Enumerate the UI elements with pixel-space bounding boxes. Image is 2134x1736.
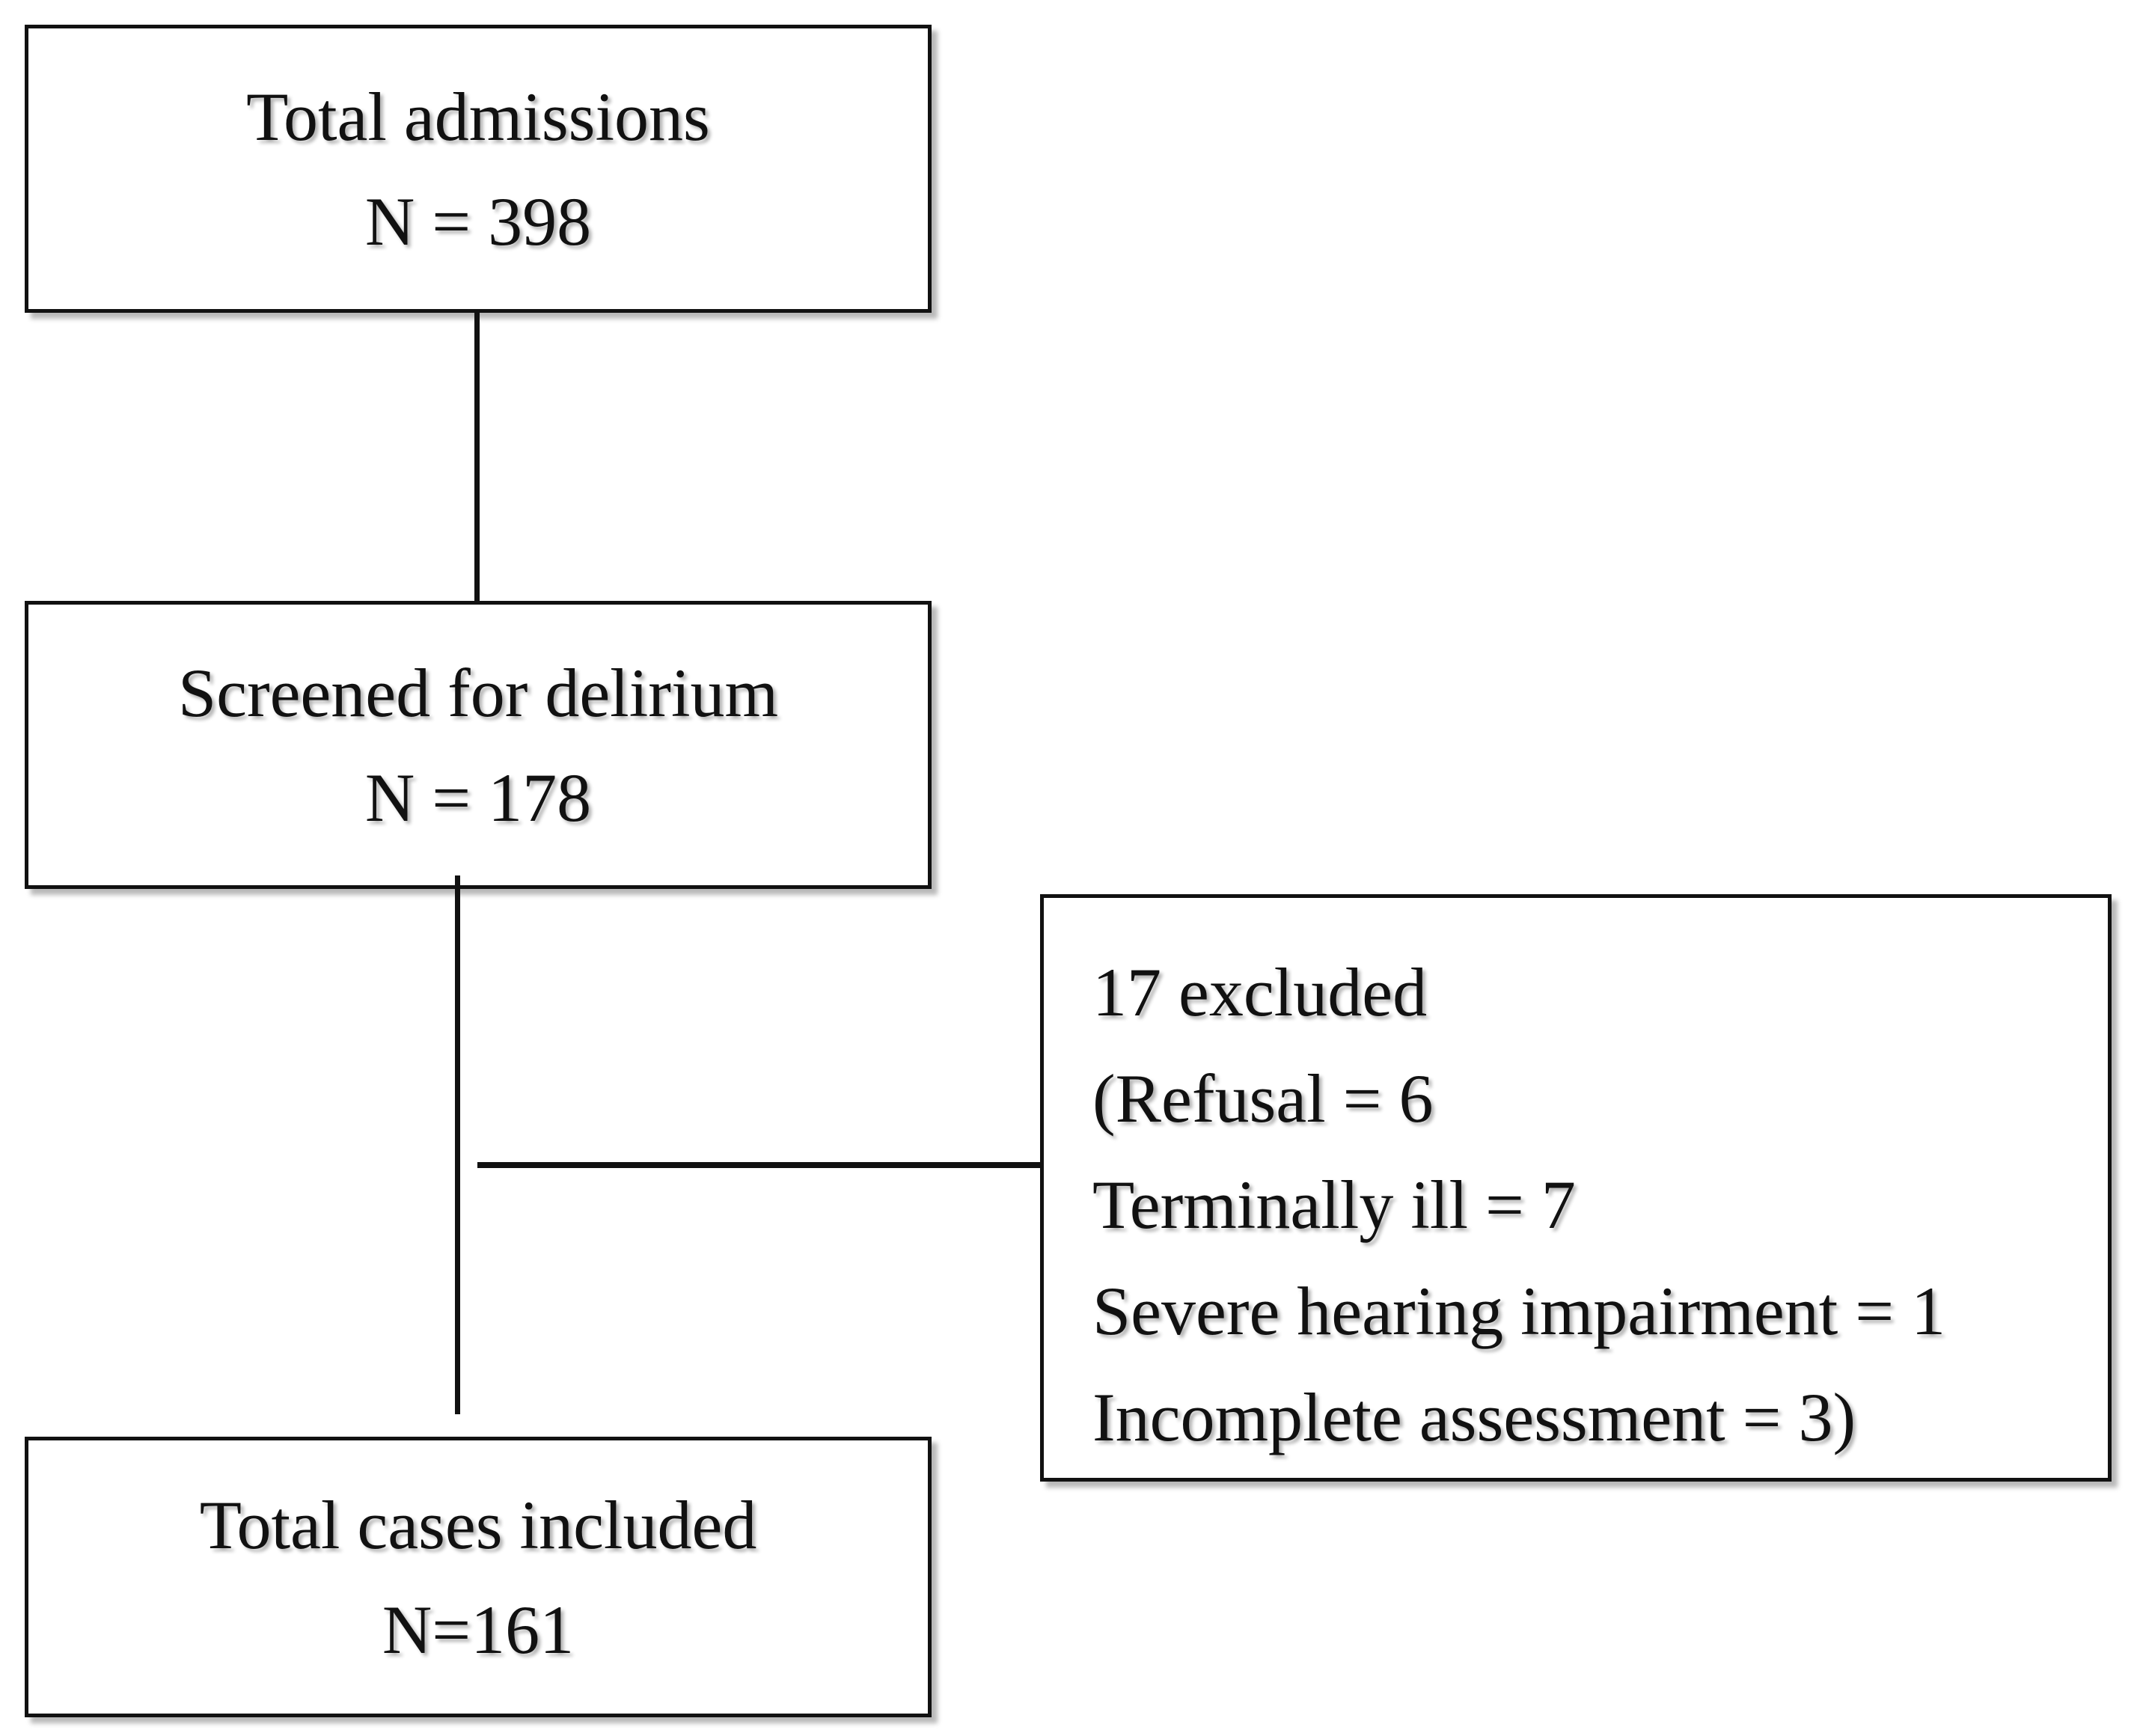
included-label: Total cases included — [199, 1486, 757, 1563]
included-count: N=161 — [382, 1591, 575, 1668]
excluded-box: 17 excluded (Refusal = 6 Terminally ill … — [1040, 894, 2112, 1482]
excluded-refusal: (Refusal = 6 — [1092, 1060, 1434, 1137]
screened-label: Screened for delirium — [177, 654, 779, 731]
admissions-box: Total admissions N = 398 — [25, 25, 932, 313]
screened-box: Screened for delirium N = 178 — [25, 601, 932, 889]
excluded-hearing-impairment: Severe hearing impairment = 1 — [1092, 1273, 1946, 1349]
included-box: Total cases included N=161 — [25, 1437, 932, 1717]
excluded-incomplete-assessment: Incomplete assessment = 3) — [1092, 1379, 1856, 1455]
admissions-count: N = 398 — [364, 183, 592, 260]
connector-to-excluded — [477, 1162, 1040, 1168]
screened-count: N = 178 — [364, 759, 592, 836]
connector-admissions-to-screened — [474, 313, 480, 601]
admissions-label: Total admissions — [246, 78, 710, 155]
connector-screened-to-included — [455, 875, 460, 1414]
excluded-total: 17 excluded — [1092, 954, 1428, 1030]
excluded-terminally-ill: Terminally ill = 7 — [1092, 1167, 1576, 1243]
